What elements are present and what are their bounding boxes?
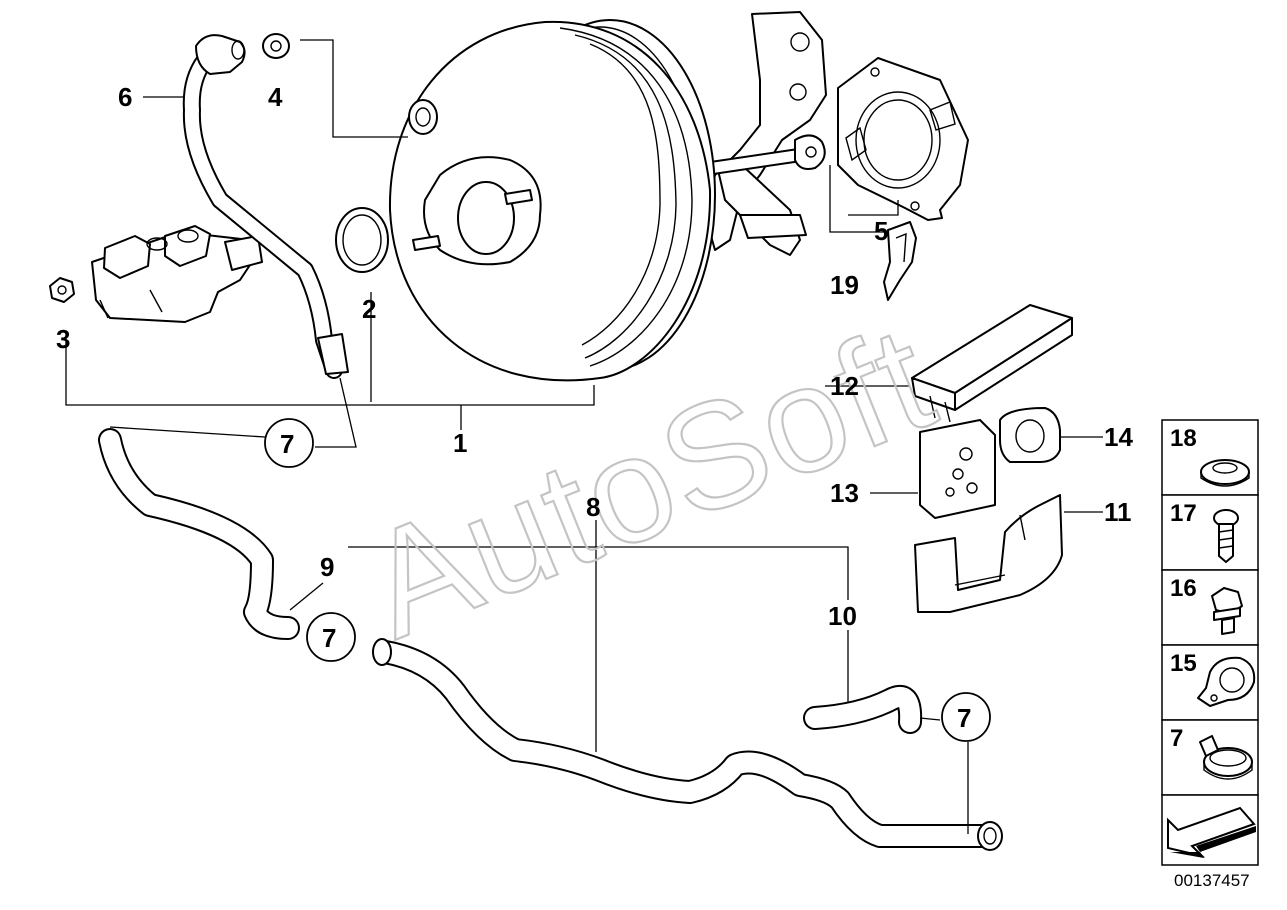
hose-8 (372, 638, 1003, 851)
svg-text:7: 7 (280, 429, 294, 459)
circled-callout-7c: 7 (941, 692, 991, 742)
side-label-7: 7 (1170, 725, 1183, 752)
document-number: 00137457 (1174, 871, 1250, 890)
leader-lines (65, 39, 1103, 834)
svg-text:7: 7 (957, 703, 971, 733)
screw-icon (1213, 509, 1239, 563)
nut (49, 277, 75, 303)
callout-13: 13 (830, 478, 859, 508)
svg-text:7: 7 (322, 623, 336, 653)
circled-callouts: 7 7 7 (264, 418, 991, 742)
circled-callout-7b: 7 (306, 612, 356, 662)
o-ring (335, 207, 389, 273)
master-cylinder (91, 225, 263, 323)
circled-callout-7a: 7 (264, 418, 314, 468)
callout-11: 11 (1104, 497, 1132, 527)
bracket (914, 494, 1063, 613)
callout-6: 6 (118, 82, 132, 112)
callout-4: 4 (268, 82, 283, 112)
callout-2: 2 (362, 294, 376, 324)
side-label-18: 18 (1170, 425, 1197, 452)
callout-3: 3 (56, 324, 70, 354)
callout-9: 9 (320, 552, 334, 582)
vacuum-line (182, 34, 349, 379)
callout-12: 12 (830, 371, 859, 401)
callout-19: 19 (830, 270, 859, 300)
washer (262, 33, 290, 59)
side-label-15: 15 (1170, 650, 1197, 677)
cover (911, 304, 1073, 423)
clip (883, 221, 917, 301)
brake-booster (388, 19, 716, 382)
side-label-16: 16 (1170, 575, 1197, 602)
callout-5: 5 (874, 216, 888, 246)
spring-clamp-icon (1199, 735, 1253, 780)
side-box-17 (1161, 494, 1259, 571)
hex-bolt-icon (1211, 587, 1243, 635)
gasket (837, 57, 969, 221)
side-panel: 18 17 16 15 7 (1161, 419, 1259, 866)
pedal-bracket (704, 11, 827, 256)
grommet (999, 407, 1061, 463)
callout-8: 8 (586, 492, 600, 522)
ring-icon (1200, 459, 1250, 487)
callout-1: 1 (453, 428, 467, 458)
direction-arrow-icon (1167, 806, 1256, 858)
hose-9 (98, 428, 300, 640)
block (919, 419, 996, 519)
callouts: 1 2 3 4 5 6 8 9 10 11 12 13 14 19 (56, 82, 1133, 631)
hose-10 (803, 685, 923, 734)
side-label-17: 17 (1170, 500, 1197, 527)
callout-10: 10 (828, 601, 857, 631)
callout-14: 14 (1104, 422, 1133, 452)
clamp-icon (1197, 656, 1256, 707)
